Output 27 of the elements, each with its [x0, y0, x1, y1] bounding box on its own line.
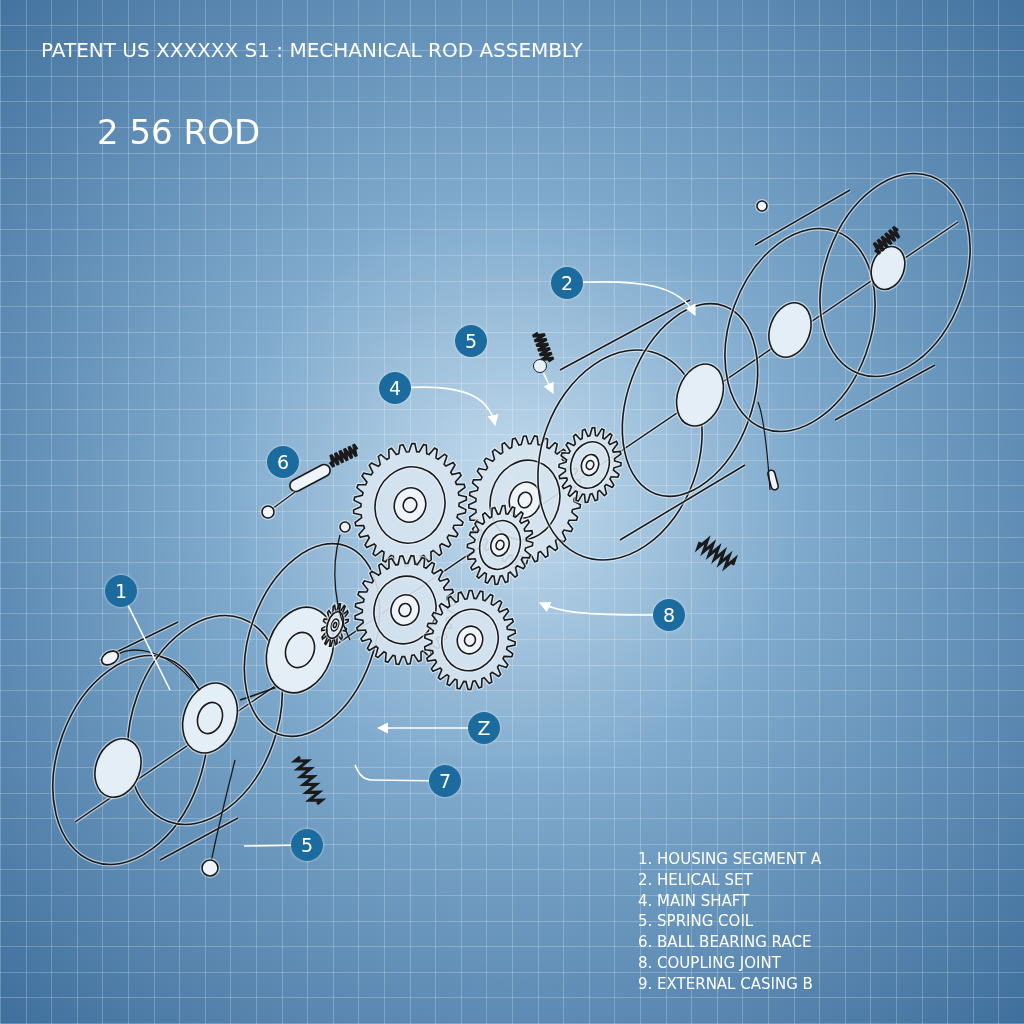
callout-number: 2 [551, 267, 583, 299]
leader-arrow [410, 386, 498, 427]
parts-list-item: 6. BALL BEARING RACE [638, 933, 812, 952]
parts-list-item: 2. HELICAL SET [638, 870, 753, 889]
parts-list-item: 1. HOUSING SEGMENT A [638, 850, 822, 868]
leader-arrow [376, 722, 469, 734]
leader-arrow [582, 281, 696, 316]
parts-list-item: 8. COUPLING JOINT [638, 954, 781, 972]
title: PATENT US XXXXXX S1 : MECHANICAL ROD ASSEMBLY [41, 38, 583, 62]
leader-line [354, 764, 430, 782]
callout-number: Z [468, 712, 500, 744]
marker-circle [533, 359, 547, 373]
callout-number: 5 [291, 829, 323, 861]
callout-number: 8 [653, 599, 685, 631]
leader-line [127, 604, 171, 691]
parts-list-item: 5. SPRING COIL [638, 912, 754, 931]
leader-line [243, 844, 292, 847]
callout-number: 1 [105, 575, 137, 607]
leader-arrow [542, 372, 554, 394]
parts-list-item: 4. MAIN SHAFT [638, 891, 750, 910]
parts-list-item: 9. EXTERNAL CASING B [638, 974, 813, 993]
callout-number: 5 [455, 325, 487, 357]
callout-number: 6 [267, 446, 299, 478]
leader-arrow [538, 601, 654, 616]
callout-number: 4 [379, 372, 411, 404]
callout-number: 7 [429, 765, 461, 797]
heading-text: 2 56 ROD [97, 112, 261, 152]
